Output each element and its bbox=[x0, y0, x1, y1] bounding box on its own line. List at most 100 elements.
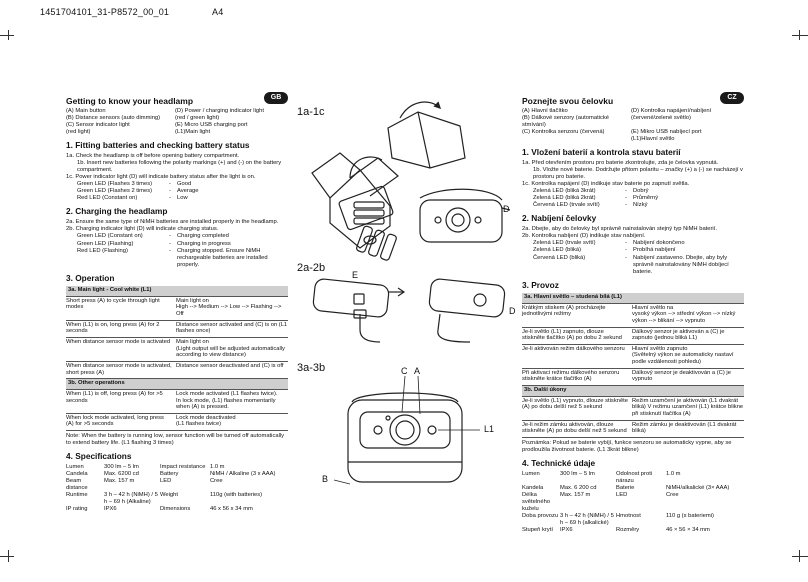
intro-title: Getting to know your headlamp bbox=[66, 96, 194, 106]
status-dash: - bbox=[625, 195, 627, 202]
action-cell: Je-li aktivován režim dálkového senzoru bbox=[522, 344, 632, 369]
action-cell: When distance sensor mode is activated, … bbox=[66, 361, 176, 379]
part-item: (E) Mikro USB nabíjecí port bbox=[631, 129, 702, 136]
result-cell: Režim zámku je deaktivován (L1 dvakrát b… bbox=[632, 420, 744, 438]
step-2b: 2b. Kontrolka nabíjení (D) indikuje stav… bbox=[522, 233, 646, 240]
part-item: (red light) bbox=[66, 129, 91, 136]
action-cell: When (L1) is on, long press (A) for 2 se… bbox=[66, 320, 176, 338]
spec-label: Runtime bbox=[66, 492, 88, 499]
result-cell: Main light on(Light output will be adjus… bbox=[176, 337, 288, 362]
step-2a: 2a. Ensure the same type of NiMH batteri… bbox=[66, 219, 279, 226]
step-1a: 1a. Před otevřením prostoru pro baterie … bbox=[522, 159, 719, 166]
spec-value: NiMH/alkalické (3× AAA) bbox=[666, 484, 730, 491]
status-dash: - bbox=[625, 188, 627, 195]
spec-value: Cree bbox=[210, 478, 223, 485]
part-item bbox=[522, 136, 627, 143]
status-key: Červená LED (bliká) bbox=[533, 254, 586, 261]
section-heading: 3b. Další úkony bbox=[522, 385, 744, 397]
part-item: (A) Hlavní tlačítko bbox=[522, 108, 568, 115]
part-item: (C) Kontrolka senzoru (červená) bbox=[522, 129, 605, 136]
status-value: Charging stopped. Ensure NiMH rechargeab… bbox=[177, 247, 268, 268]
parts-list: (A) Main button(D) Power / charging indi… bbox=[66, 108, 288, 136]
spec-label: Doba provozu bbox=[522, 513, 559, 520]
spec-label: Battery bbox=[160, 470, 179, 477]
section-3-title: 3. Provoz bbox=[522, 279, 559, 290]
action-cell: Short press (A) to cycle through light m… bbox=[66, 296, 176, 321]
charging-status-list: Green LED (Constant on)-Charging complet… bbox=[66, 233, 288, 268]
status-dash: - bbox=[625, 240, 627, 247]
status-key: Zelená LED (bliká 3krát) bbox=[533, 188, 596, 195]
section-row: 3a. Hlavní světlo – studená bílá (L1) bbox=[522, 292, 744, 304]
step-1c: 1c. Kontrolka napájení (D) indikuje stav… bbox=[522, 181, 690, 188]
result-cell: Dálkový senzor je deaktivován a (C) je v… bbox=[632, 368, 744, 386]
front-view-illustration bbox=[333, 375, 480, 485]
spec-label: Kandela bbox=[522, 484, 544, 491]
status-dash: - bbox=[169, 233, 171, 240]
spec-label: Odolnost proti nárazu bbox=[616, 470, 653, 484]
spec-value: 110 g (s bateriemi) bbox=[666, 513, 714, 520]
status-key: Green LED (Constant on) bbox=[77, 233, 143, 240]
step-2b: 2b. Charging indicator light (D) will in… bbox=[66, 226, 219, 233]
crop-mark bbox=[792, 35, 808, 36]
spec-label: Dimensions bbox=[160, 506, 191, 513]
part-item: (D) Kontrolka napájení/nabíjení bbox=[631, 108, 712, 115]
status-value: Nabíjení dokončeno bbox=[633, 240, 685, 247]
result-cell: Lock mode activated (L1 flashes twice).I… bbox=[176, 389, 288, 414]
spec-label: Candela bbox=[66, 470, 88, 477]
status-dash: - bbox=[625, 202, 627, 209]
action-cell: Při aktivaci režimu dálkového senzoru st… bbox=[522, 368, 632, 386]
section-heading: 3b. Other operations bbox=[66, 378, 288, 390]
language-badge: GB bbox=[264, 92, 288, 104]
status-value: Average bbox=[177, 188, 199, 195]
section-row: 3b. Další úkony bbox=[522, 385, 744, 397]
table-row: Je-li režim zámku aktivován, dlouze stis… bbox=[522, 420, 744, 438]
action-cell: Je-li světlo (L1) zapnuto, dlouze stiskn… bbox=[522, 327, 632, 345]
crop-mark bbox=[0, 35, 14, 36]
result-cell: Lock mode deactivated(L1 flashes twice) bbox=[176, 413, 288, 431]
section-3-title: 3. Operation bbox=[66, 272, 115, 283]
spec-value: 46 × 56 × 34 mm bbox=[666, 527, 710, 534]
part-item: (C) Sensor indicator light bbox=[66, 122, 130, 129]
operation-table: 3a. Main light - Cool white (L1)Short pr… bbox=[66, 285, 288, 431]
part-item: (L1)Main light bbox=[175, 129, 211, 136]
status-value: Dobrý bbox=[633, 188, 649, 195]
spec-value: NiMH / Alkaline (3 x AAA) bbox=[210, 470, 276, 477]
step-1b: 1b. Insert new batteries following the p… bbox=[77, 160, 282, 174]
document-id: 1451704101_31-P8572_00_01 bbox=[40, 7, 170, 17]
figure-label-2: 2a-2b bbox=[297, 262, 326, 274]
table-row: Při aktivaci režimu dálkového senzoru st… bbox=[522, 368, 744, 386]
status-dash: - bbox=[625, 247, 627, 254]
english-column: GB Getting to know your headlamp (A) Mai… bbox=[66, 92, 288, 513]
crop-mark bbox=[792, 556, 808, 557]
spec-label: Lumen bbox=[522, 470, 540, 477]
part-item: (L1)Hlavní světlo bbox=[631, 136, 675, 142]
status-key: Red LED (Flashing) bbox=[77, 247, 128, 254]
status-key: Red LED (Constant on) bbox=[77, 195, 138, 202]
charging-status-list: Zelená LED (trvale svítí)-Nabíjení dokon… bbox=[522, 240, 744, 275]
spec-value: Max. 6200 cd bbox=[104, 470, 139, 477]
operation-note: Poznámka: Pokud se baterie vybíjí, funkc… bbox=[522, 439, 732, 453]
parts-list: (A) Hlavní tlačítko (D) Kontrolka napájen… bbox=[522, 108, 744, 143]
status-value: Low bbox=[177, 195, 188, 202]
spec-value: Cree bbox=[666, 492, 679, 499]
action-cell: When distance sensor mode is activated bbox=[66, 337, 176, 362]
action-cell: Je-li světlo (L1) vypnuto, dlouze stiskn… bbox=[522, 396, 632, 421]
spec-label: LED bbox=[616, 492, 628, 499]
status-key: Zelená LED (bliká 2krát) bbox=[533, 195, 596, 202]
intro-title: Poznejte svou čelovku bbox=[522, 96, 614, 106]
status-key: Zelená LED (bliká) bbox=[533, 247, 582, 254]
section-row: 3b. Other operations bbox=[66, 378, 288, 390]
status-value: Nabíjení zastaveno. Dbejte, aby byly spr… bbox=[633, 254, 729, 275]
result-cell: Režim uzamčení je aktivován (L1 dvakrát … bbox=[632, 396, 744, 421]
callout-d: D bbox=[503, 204, 510, 214]
section-row: 3a. Main light - Cool white (L1) bbox=[66, 285, 288, 297]
action-cell: When lock mode activated, long press (A)… bbox=[66, 413, 176, 431]
spec-label: Beam distance bbox=[66, 478, 88, 492]
spec-value: Max. 6 200 cd bbox=[560, 484, 597, 491]
section-heading: 3a. Hlavní světlo – studená bílá (L1) bbox=[522, 292, 744, 304]
table-row: When (L1) is on, long press (A) for 2 se… bbox=[66, 320, 288, 338]
table-row: Je-li světlo (L1) zapnuto, dlouze stiskn… bbox=[522, 327, 744, 345]
